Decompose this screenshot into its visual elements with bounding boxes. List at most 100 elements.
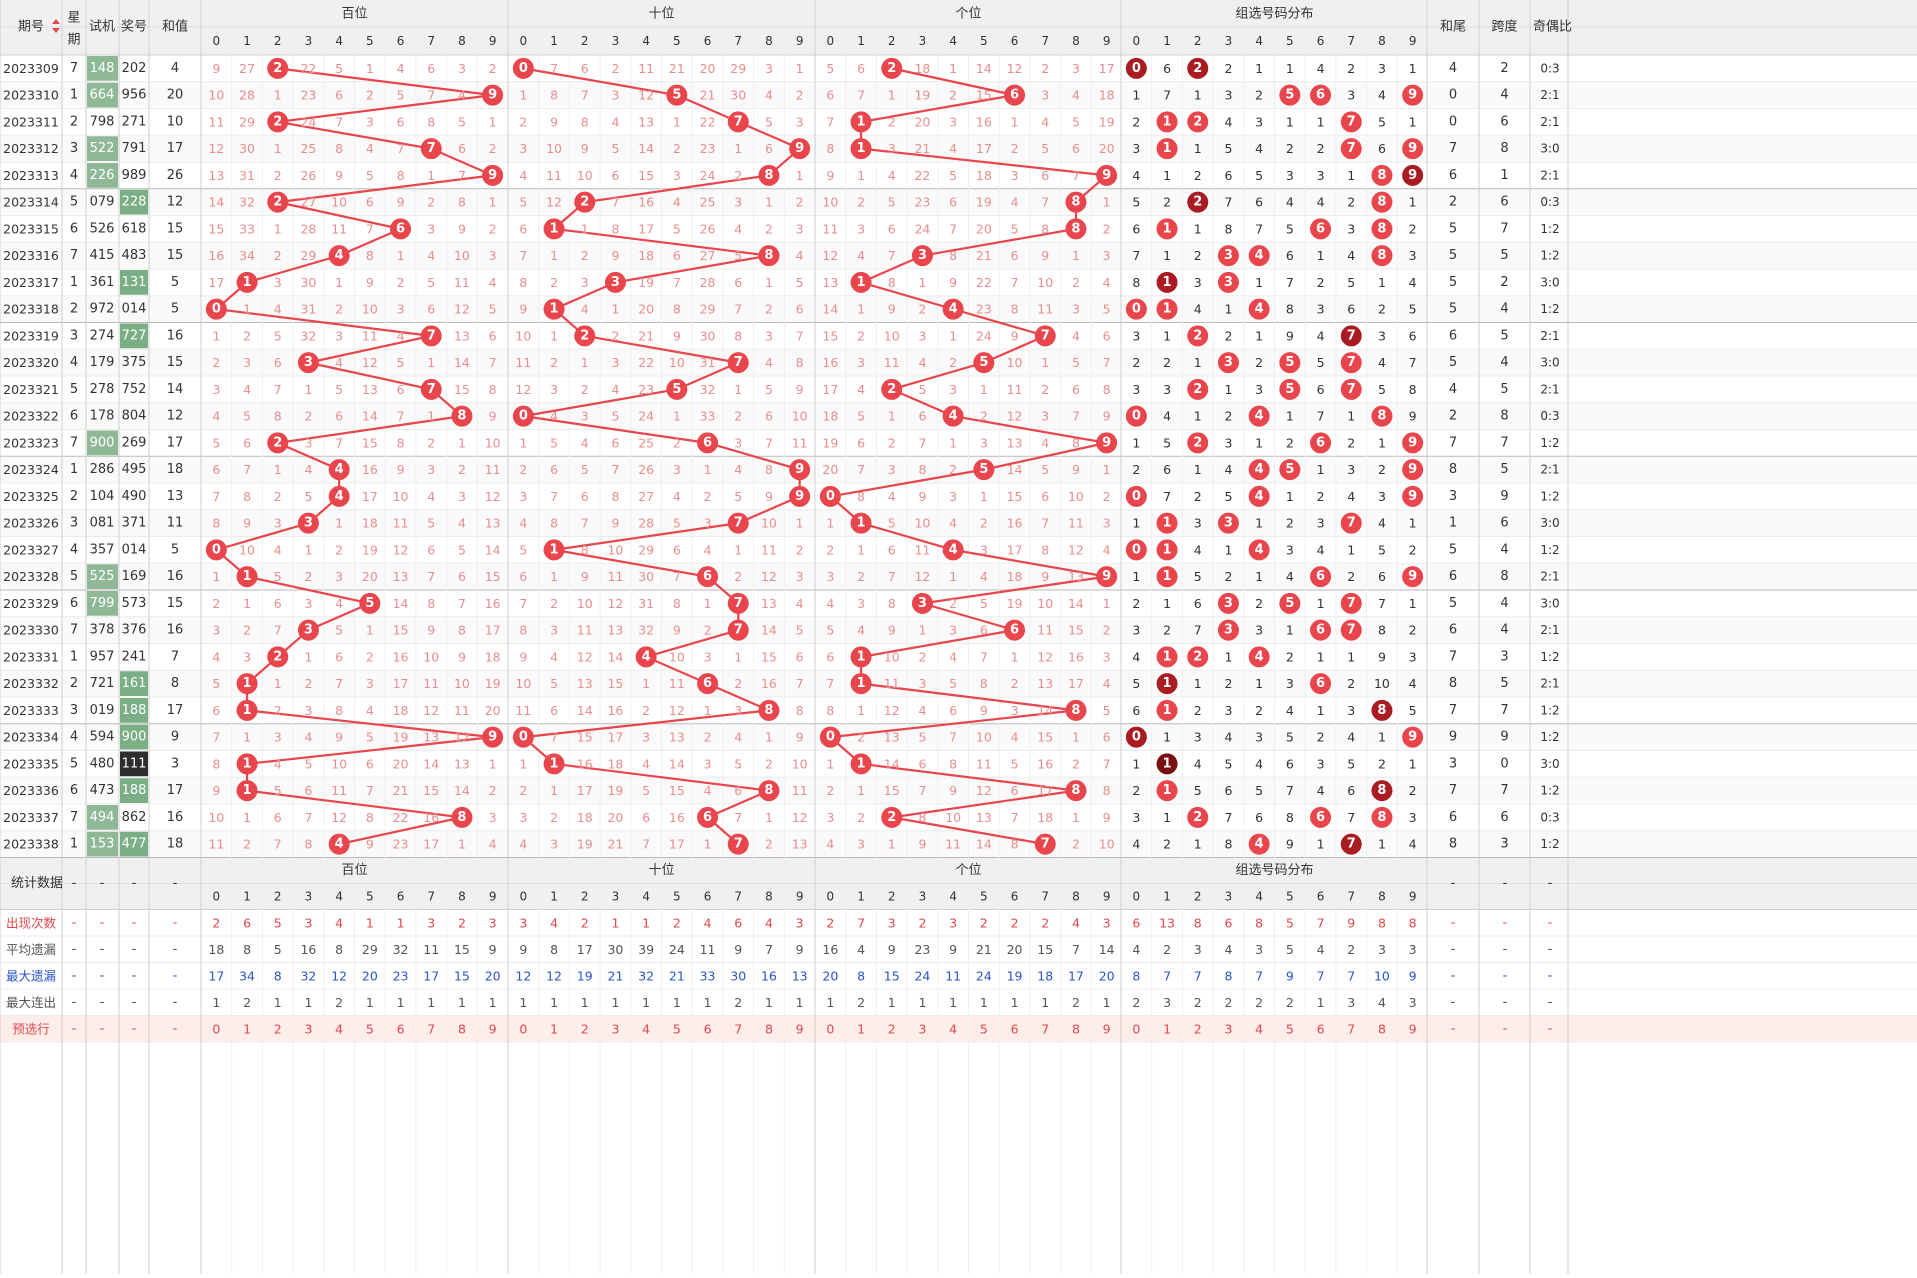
ball-label: 1 <box>857 649 866 664</box>
group-value: 6 <box>1255 810 1263 825</box>
stat-value: 2 <box>1072 995 1080 1010</box>
miss-value: 2 <box>335 302 343 317</box>
miss-value: 1 <box>796 61 804 76</box>
ball-label: 8 <box>1377 703 1386 718</box>
period-cell: 2023337 <box>3 810 59 825</box>
miss-value: 14 <box>577 703 593 718</box>
stat-value: 1 <box>1041 995 1049 1010</box>
miss-value: 3 <box>949 623 957 638</box>
group-value: 7 <box>1286 783 1294 798</box>
digit-header: 0 <box>213 890 221 904</box>
group-value: 1 <box>1409 114 1417 129</box>
group-ball <box>1402 164 1424 186</box>
miss-value: 8 <box>550 88 558 103</box>
miss-value: 17 <box>1068 676 1084 691</box>
miss-value: 12 <box>669 703 685 718</box>
miss-value: 4 <box>243 382 251 397</box>
ball-label: 4 <box>1255 462 1264 477</box>
dash: - <box>173 876 178 891</box>
miss-value: 8 <box>243 489 251 504</box>
group-ball <box>1402 485 1424 507</box>
span-cell: 5 <box>1500 248 1508 263</box>
trial-cell: 104 <box>90 489 115 504</box>
group-value: 5 <box>1409 302 1417 317</box>
digit-header: 2 <box>1194 34 1202 48</box>
miss-value: 4 <box>1072 88 1080 103</box>
sum-cell: 12 <box>167 195 184 210</box>
digit-ball <box>881 378 903 400</box>
dash: - <box>72 1021 77 1036</box>
miss-value: 2 <box>519 783 527 798</box>
miss-value: 9 <box>1072 462 1080 477</box>
ball-label: 3 <box>918 596 927 611</box>
stat-value: 1 <box>704 995 712 1010</box>
group-value: 5 <box>1163 435 1171 450</box>
stat-value: 4 <box>1132 942 1140 957</box>
miss-value: 2 <box>704 489 712 504</box>
miss-value: 22 <box>914 168 930 183</box>
group-value: 2 <box>1163 837 1171 852</box>
miss-value: 15 <box>485 569 501 584</box>
miss-value: 2 <box>1041 382 1049 397</box>
group-value: 2 <box>1194 703 1202 718</box>
digit-header: 6 <box>1011 34 1019 48</box>
miss-value: 11 <box>454 703 470 718</box>
miss-value: 13 <box>669 730 685 745</box>
miss-value: 10 <box>362 302 378 317</box>
stat-value: 3 <box>304 915 312 930</box>
trial-cell: 378 <box>90 623 115 638</box>
group-value: 1 <box>1409 756 1417 771</box>
group-ball <box>1156 780 1178 802</box>
trial-cell: 178 <box>90 409 115 424</box>
miss-value: 10 <box>454 676 470 691</box>
ball-label: 1 <box>1163 516 1172 531</box>
ball-label: 7 <box>1347 623 1356 638</box>
prize-cell: 804 <box>122 409 147 424</box>
stat-value: 24 <box>976 968 992 983</box>
group-value: 3 <box>1286 168 1294 183</box>
miss-value: 6 <box>734 783 742 798</box>
miss-value: 11 <box>607 569 623 584</box>
prize-highlight <box>120 751 148 777</box>
group-ball <box>1217 592 1239 614</box>
trial-cell: 148 <box>90 61 115 76</box>
miss-value: 4 <box>458 88 466 103</box>
miss-value: 4 <box>888 489 896 504</box>
miss-value: 26 <box>638 462 654 477</box>
miss-value: 7 <box>304 810 312 825</box>
miss-value: 21 <box>607 837 623 852</box>
stat-value: 7 <box>1347 968 1355 983</box>
miss-value: 4 <box>397 61 405 76</box>
miss-value: 3 <box>642 730 650 745</box>
miss-value: 6 <box>212 462 220 477</box>
digit-ball <box>512 726 534 748</box>
trial-cell: 594 <box>90 730 115 745</box>
miss-value: 4 <box>826 837 834 852</box>
ball-label: 7 <box>1347 355 1356 370</box>
miss-value: 30 <box>239 141 255 156</box>
miss-value: 12 <box>454 302 470 317</box>
miss-value: 15 <box>454 382 470 397</box>
stat-value: 8 <box>765 1021 773 1036</box>
miss-value: 2 <box>796 542 804 557</box>
miss-value: 9 <box>489 409 497 424</box>
miss-value: 1 <box>765 810 773 825</box>
stat-value: 5 <box>980 1021 988 1036</box>
group-ball <box>1125 539 1147 561</box>
trial-cell: 274 <box>90 328 115 343</box>
span-cell: 1 <box>1500 168 1508 183</box>
stat-value: 11 <box>423 942 439 957</box>
stat-value: 7 <box>765 942 773 957</box>
group-value: 3 <box>1255 382 1263 397</box>
miss-value: 4 <box>1103 676 1111 691</box>
stat-value: 15 <box>884 968 900 983</box>
stat-value: 0 <box>826 1021 834 1036</box>
group-value: 6 <box>1378 569 1386 584</box>
ball-label: 7 <box>1347 837 1356 852</box>
stats-label: 统计数据 <box>11 876 63 891</box>
digit-header: 0 <box>1133 34 1141 48</box>
sum-cell: 9 <box>171 730 179 745</box>
miss-value: 29 <box>700 302 716 317</box>
group-value: 1 <box>1409 195 1417 210</box>
digit-ball <box>697 806 719 828</box>
